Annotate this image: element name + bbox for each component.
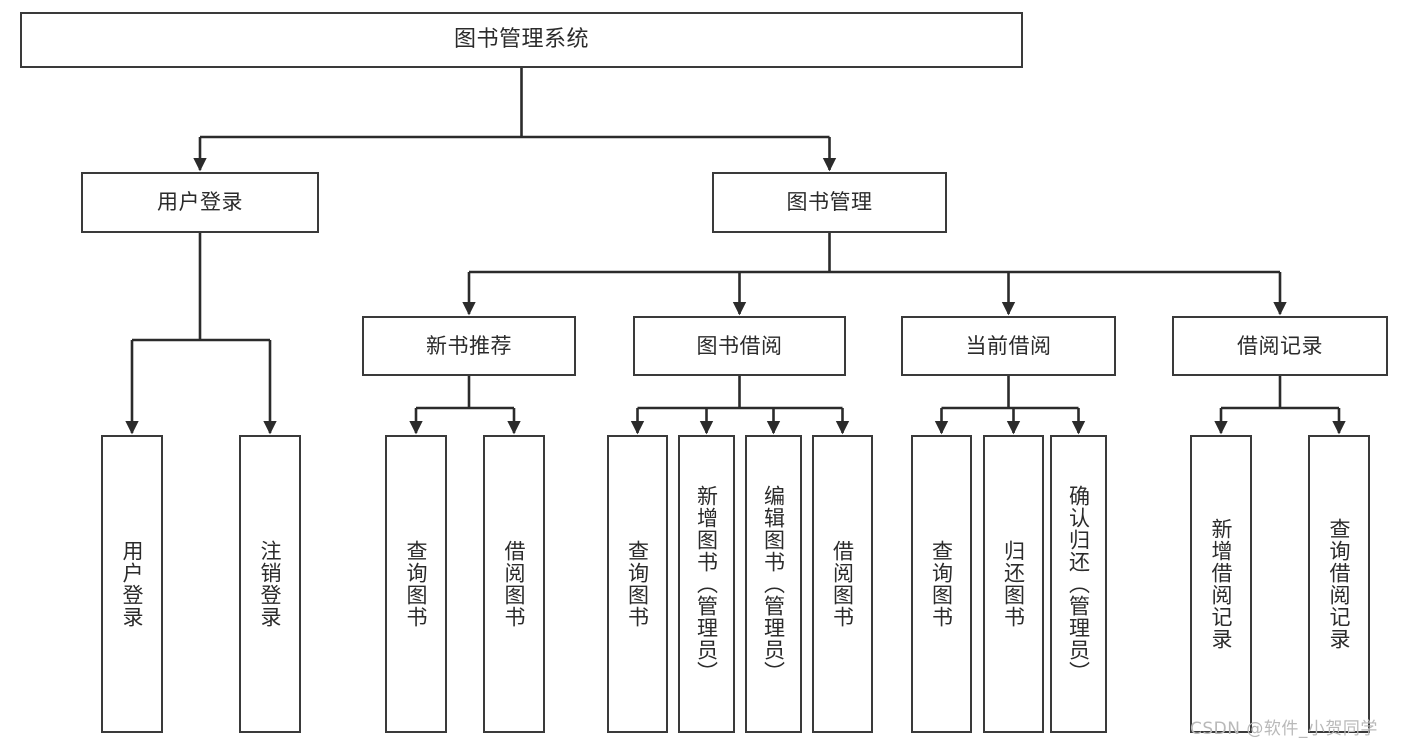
node-leaf-query-book-2-label: 查询图书 [625,540,650,628]
node-leaf-query-book-3[interactable]: 查询图书 [911,435,972,733]
node-user-login-label: 用户登录 [157,190,243,215]
node-leaf-user-login-label: 用户登录 [120,540,145,628]
node-current-borrow[interactable]: 当前借阅 [901,316,1116,376]
node-leaf-return-book-label: 归还图书 [1001,540,1026,628]
node-leaf-query-book-2[interactable]: 查询图书 [607,435,668,733]
node-leaf-add-book-label: 新增图书（管理员） [694,485,719,683]
node-user-login[interactable]: 用户登录 [81,172,319,233]
node-leaf-return-book[interactable]: 归还图书 [983,435,1044,733]
node-leaf-query-record[interactable]: 查询借阅记录 [1308,435,1370,733]
node-leaf-query-book-3-label: 查询图书 [929,540,954,628]
connector-paths [125,68,1346,435]
node-leaf-borrow-book-2[interactable]: 借阅图书 [812,435,873,733]
node-book-manage[interactable]: 图书管理 [712,172,947,233]
node-leaf-user-login[interactable]: 用户登录 [101,435,163,733]
node-leaf-edit-book[interactable]: 编辑图书（管理员） [745,435,802,733]
node-leaf-user-logout-label: 注销登录 [258,540,283,628]
node-leaf-query-book-1[interactable]: 查询图书 [385,435,447,733]
node-leaf-query-book-1-label: 查询图书 [404,540,429,628]
node-leaf-confirm-return[interactable]: 确认归还（管理员） [1050,435,1107,733]
csdn-watermark: CSDN @软件_小贺同学 [1190,719,1378,739]
node-borrow-record[interactable]: 借阅记录 [1172,316,1388,376]
node-root-label: 图书管理系统 [453,27,589,53]
node-leaf-add-record-label: 新增借阅记录 [1209,518,1234,650]
node-root[interactable]: 图书管理系统 [20,12,1023,68]
node-leaf-query-record-label: 查询借阅记录 [1327,518,1352,650]
node-book-borrow[interactable]: 图书借阅 [633,316,846,376]
node-leaf-confirm-return-label: 确认归还（管理员） [1066,485,1091,683]
node-book-manage-label: 图书管理 [786,190,873,215]
node-new-book-recommend[interactable]: 新书推荐 [362,316,576,376]
node-leaf-edit-book-label: 编辑图书（管理员） [761,485,786,683]
node-leaf-add-record[interactable]: 新增借阅记录 [1190,435,1252,733]
node-book-borrow-label: 图书借阅 [696,333,783,358]
node-leaf-borrow-book-1-label: 借阅图书 [502,540,527,628]
node-leaf-borrow-book-1[interactable]: 借阅图书 [483,435,545,733]
node-borrow-record-label: 借阅记录 [1237,333,1323,358]
node-new-book-recommend-label: 新书推荐 [426,333,512,358]
node-current-borrow-label: 当前借阅 [965,333,1052,358]
node-leaf-user-logout[interactable]: 注销登录 [239,435,301,733]
node-leaf-borrow-book-2-label: 借阅图书 [830,540,855,628]
node-leaf-add-book[interactable]: 新增图书（管理员） [678,435,735,733]
